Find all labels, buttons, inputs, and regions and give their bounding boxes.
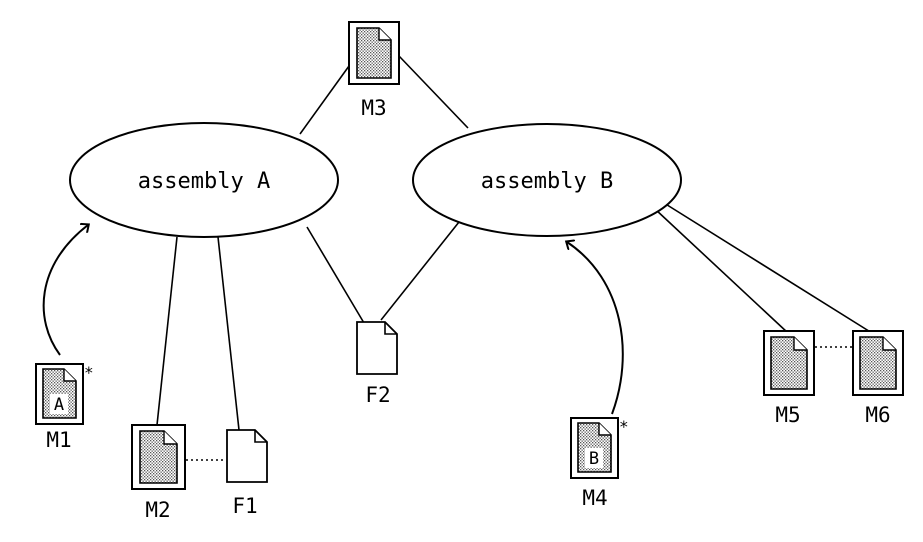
manifest-m6 xyxy=(852,330,904,396)
m5-label: M5 xyxy=(775,403,800,427)
m1-asterisk: * xyxy=(84,363,94,382)
assembly-a: assembly A xyxy=(69,122,339,238)
inner-letter-box xyxy=(50,394,68,414)
m3-label: M3 xyxy=(361,96,386,120)
dotted-links xyxy=(186,346,853,461)
manifest-m4: B xyxy=(570,417,619,479)
edge-m3-assembly-a xyxy=(299,65,350,135)
assembly-b-label: assembly B xyxy=(481,169,613,194)
manifest-m3 xyxy=(348,21,400,85)
m6-label: M6 xyxy=(865,403,890,427)
file-icon xyxy=(226,429,268,483)
assembly-b: assembly B xyxy=(412,123,682,237)
arrow-m1-to-assembly-a xyxy=(42,225,88,356)
assembly-b-ellipse xyxy=(412,123,682,237)
m4-inner-letter: B xyxy=(589,449,599,469)
edge-assembly-b-m6 xyxy=(663,202,873,334)
assembly-a-label: assembly A xyxy=(138,169,270,194)
edge-assembly-b-m5 xyxy=(654,208,789,334)
assembly-a-ellipse xyxy=(69,122,339,238)
arrow-m4-to-assembly-b xyxy=(567,242,624,415)
m2-label: M2 xyxy=(145,498,170,522)
manifest-m2 xyxy=(131,424,186,490)
inner-letter-box xyxy=(585,448,603,468)
file-f1 xyxy=(226,429,268,483)
edge-assembly-b-f2 xyxy=(380,221,460,321)
manifest-m5 xyxy=(763,330,815,396)
manifest-m1: A xyxy=(35,363,84,425)
file-icon xyxy=(356,321,398,375)
f1-label: F1 xyxy=(232,494,257,518)
file-f2 xyxy=(356,321,398,375)
m4-asterisk: * xyxy=(619,417,629,436)
m4-label: M4 xyxy=(582,486,607,510)
edge-assembly-a-m2 xyxy=(156,236,178,426)
edge-assembly-a-f2 xyxy=(306,226,365,324)
connector-lines xyxy=(156,55,873,431)
edge-m3-assembly-b xyxy=(398,55,469,129)
m1-label: M1 xyxy=(46,428,71,452)
edge-assembly-a-f1 xyxy=(217,236,240,431)
f2-label: F2 xyxy=(365,383,390,407)
m1-inner-letter: A xyxy=(54,395,64,415)
